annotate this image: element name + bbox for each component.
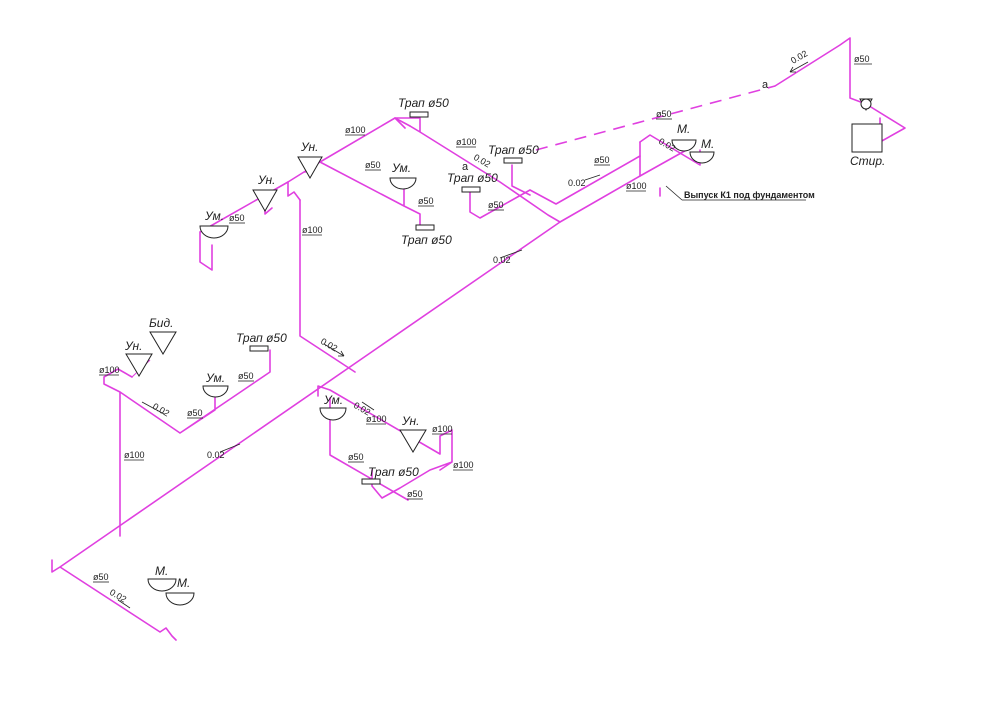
dia-upper-left: ø50	[229, 213, 245, 223]
um-bowl-lower-middle	[319, 407, 347, 421]
m-bowl-upper-1	[671, 139, 697, 152]
trap-lower-middle	[361, 478, 381, 485]
m-bowl-bottom-2	[165, 592, 195, 606]
washer-riser	[774, 37, 906, 143]
um-bowl-center	[389, 177, 417, 190]
dia-trap-right: ø50	[488, 200, 504, 210]
dia-lower-middle-right: ø100	[432, 424, 453, 434]
label-bid: Бид.	[149, 316, 173, 330]
slope-main-upper: 0.02	[493, 255, 511, 265]
um-bowl-lower-left	[202, 385, 229, 398]
dia-outlet-top: ø50	[656, 109, 672, 119]
dia-lower-left-um: ø50	[238, 371, 254, 381]
dia-lower-middle-bottom: ø100	[453, 460, 474, 470]
label-m-upper-1: М.	[677, 122, 690, 136]
riser-pipe	[299, 199, 356, 373]
washing-machine-box	[851, 123, 883, 153]
trap-lower-left	[249, 345, 269, 352]
pipe-network	[51, 37, 906, 641]
dia-lower-middle-top: ø100	[366, 414, 387, 424]
label-trap-lower-left: Трап ø50	[236, 331, 287, 345]
label-stir: Стир.	[850, 154, 885, 168]
dia-lower-left-top: ø100	[99, 365, 120, 375]
m-bowl-bottom-1	[147, 578, 177, 592]
um-branch	[319, 161, 421, 229]
dia-lower-left-riser: ø100	[124, 450, 145, 460]
marker-a-top: а	[762, 79, 769, 91]
un-triangle-lower-middle	[399, 429, 427, 453]
fixtures	[125, 98, 883, 606]
slope-outlet: 0.02	[657, 136, 677, 153]
dia-lower-middle: ø50	[348, 452, 364, 462]
labels: Трап ø50 Трап ø50 Трап ø50 Трап ø50 Трап…	[93, 48, 885, 609]
label-um-upper-left: Ум.	[204, 209, 224, 223]
dia-lower-left: ø50	[187, 408, 203, 418]
un-triangle-left	[252, 189, 278, 213]
marker-a-mid: а	[462, 161, 469, 173]
label-un-upper: Ун.	[300, 140, 318, 154]
dia-um-center: ø50	[365, 160, 381, 170]
dia-outlet: ø100	[626, 181, 647, 191]
um-bowl-upper-left	[199, 225, 229, 239]
label-trap-right-2: Трап ø50	[488, 143, 539, 157]
dashed-connection	[535, 85, 776, 151]
label-trap-right-1: Трап ø50	[447, 171, 498, 185]
dia-lower-middle-trap: ø50	[407, 489, 423, 499]
trap-branch-right	[469, 155, 641, 219]
dia-riser: ø100	[302, 225, 323, 235]
label-trap-top: Трап ø50	[398, 96, 449, 110]
dia-washer: ø50	[854, 54, 870, 64]
slope-main-lower: 0.02	[207, 450, 225, 460]
trap-top	[409, 111, 429, 118]
label-um-center: Ум.	[391, 161, 411, 175]
label-trap-lower-middle: Трап ø50	[368, 465, 419, 479]
dia-top-run: ø100	[345, 125, 366, 135]
main-collector-pipe	[51, 141, 641, 641]
bid-triangle	[149, 331, 177, 355]
label-un-lower-middle: Ун.	[401, 414, 419, 428]
un-triangle-lower-left	[125, 353, 153, 377]
dia-right-top: ø100	[456, 137, 477, 147]
label-m-bottom-2: М.	[177, 576, 190, 590]
label-um-lower-middle: Ум.	[323, 393, 343, 407]
label-m-upper-2: М.	[701, 137, 714, 151]
trap-right-1	[461, 186, 481, 193]
slope-right: 0.02	[568, 178, 586, 188]
trap-right-2	[503, 157, 523, 164]
label-un-left: Ун.	[257, 173, 275, 187]
lower-left-branch	[103, 349, 271, 537]
label-um-lower-left: Ум.	[205, 371, 225, 385]
dia-bottom: ø50	[93, 572, 109, 582]
trap-mid	[415, 224, 435, 231]
label-trap-mid: Трап ø50	[401, 233, 452, 247]
top-run	[394, 117, 561, 223]
un-triangle-upper	[297, 156, 323, 180]
dia-right-branch: ø50	[594, 155, 610, 165]
outlet-note-leader	[665, 185, 683, 201]
outlet-note: Выпуск К1 под фундаментом	[684, 190, 815, 200]
slope-bottom: 0.02	[108, 587, 128, 604]
dia-trap-mid: ø50	[418, 196, 434, 206]
label-un-lower-left: Ун.	[124, 339, 142, 353]
label-m-bottom-1: М.	[155, 564, 168, 578]
m-bowl-upper-2	[689, 151, 715, 164]
